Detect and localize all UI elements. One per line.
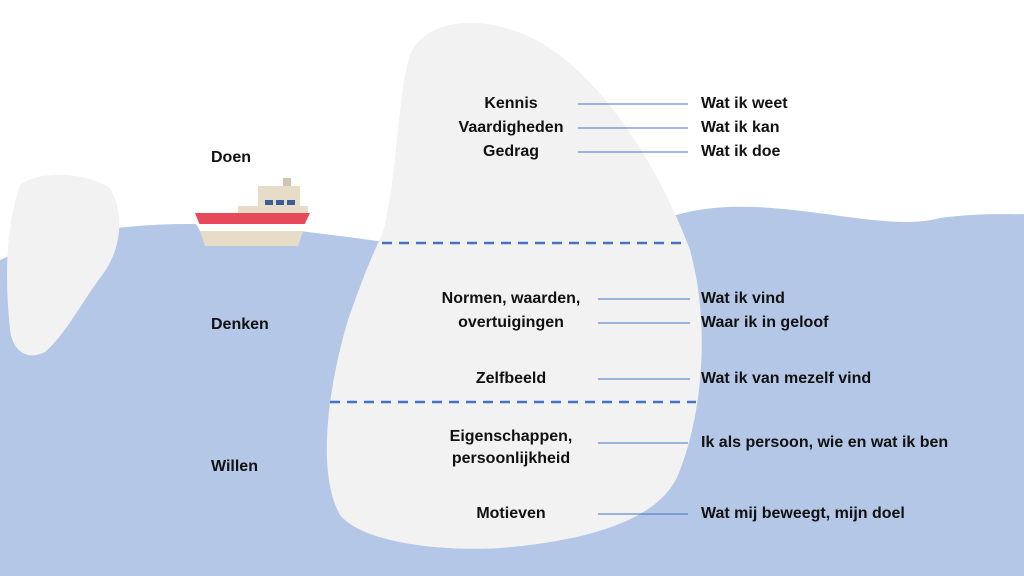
level-doen: Doen xyxy=(211,149,251,166)
term-persoonlijkheid: persoonlijkheid xyxy=(451,450,571,467)
meaning-vaardigheden: Wat ik kan xyxy=(701,119,780,136)
meaning-eigenschappen: Ik als persoon, wie en wat ik ben xyxy=(701,434,949,451)
term-zelfbeeld: Zelfbeeld xyxy=(475,370,547,387)
term-overtuigingen: overtuigingen xyxy=(458,314,564,331)
meaning-motieven: Wat mij beweegt, mijn doel xyxy=(701,505,905,522)
small-iceberg xyxy=(7,174,120,356)
meaning-kennis: Wat ik weet xyxy=(701,95,788,112)
meaning-gedrag: Wat ik doe xyxy=(701,143,781,160)
term-kennis: Kennis xyxy=(484,95,538,112)
meaning-normen: Wat ik vind xyxy=(701,290,785,307)
connector-lines xyxy=(578,103,690,515)
level-willen: Willen xyxy=(211,458,258,475)
ship-icon xyxy=(195,178,310,246)
term-motieven: Motieven xyxy=(476,505,546,522)
meaning-overtuigingen: Waar ik in geloof xyxy=(701,314,829,331)
meaning-zelfbeeld: Wat ik van mezelf vind xyxy=(701,370,872,387)
term-vaardigheden: Vaardigheden xyxy=(458,119,564,136)
term-gedrag: Gedrag xyxy=(482,143,540,160)
level-denken: Denken xyxy=(211,316,269,333)
term-eigenschappen: Eigenschappen, xyxy=(449,428,573,445)
term-normen: Normen, waarden, xyxy=(441,290,581,307)
main-iceberg xyxy=(326,22,702,549)
